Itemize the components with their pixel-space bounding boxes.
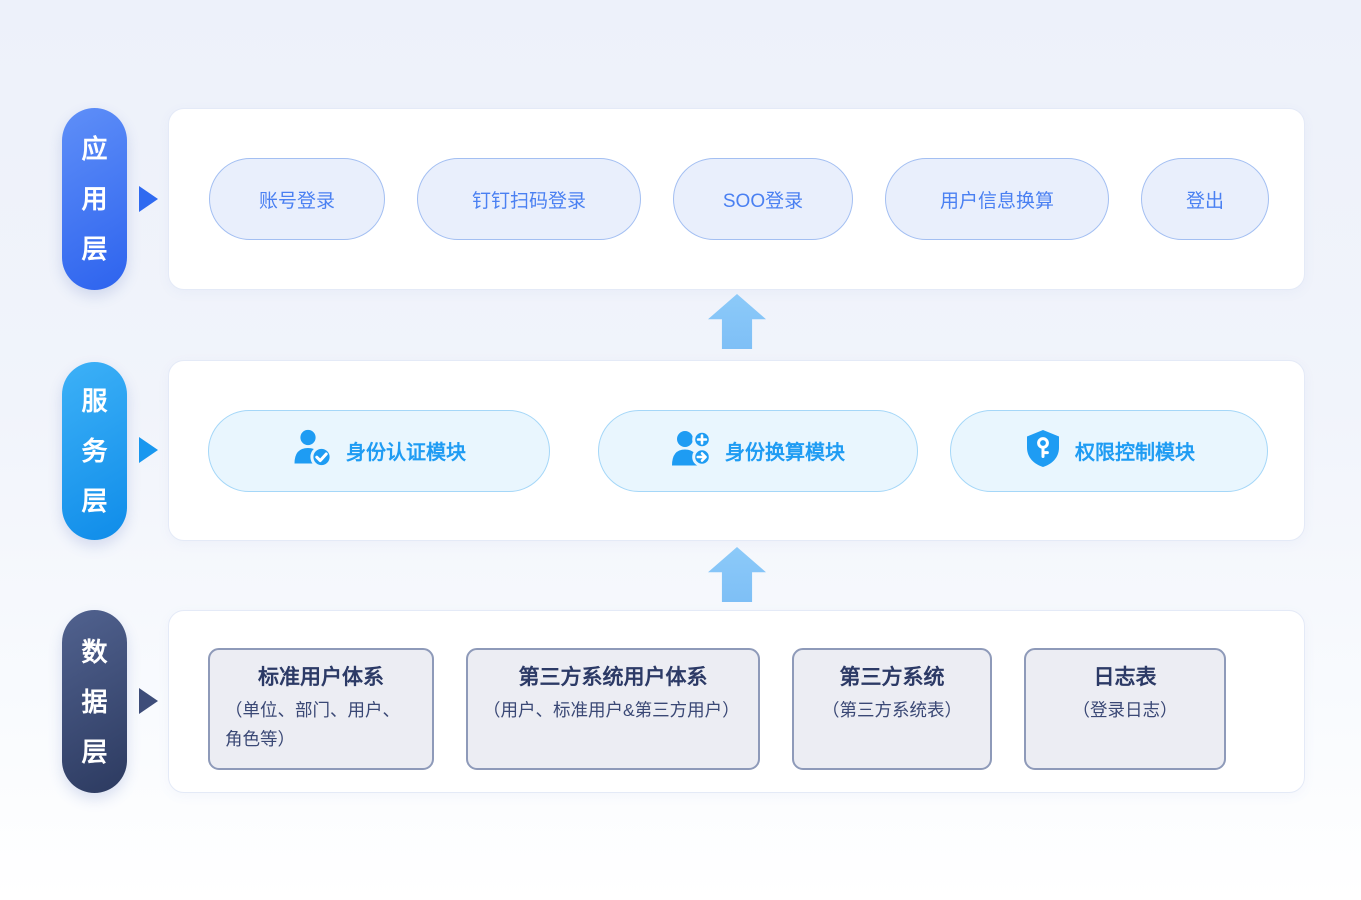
layer-label-text: 数据层 (81, 636, 108, 767)
node-thirdparty-system: 第三方系统 （第三方系统表） (792, 648, 992, 770)
node-user-info-convert: 用户信息换算 (885, 158, 1109, 240)
data-card-subtitle: （用户、标准用户&第三方用户） (483, 700, 740, 720)
node-permission-control-module: 权限控制模块 (950, 409, 1268, 492)
node-soo-login: SOO登录 (673, 158, 853, 240)
data-card-title: 第三方系统用户体系 (518, 666, 708, 689)
user-convert-icon (671, 428, 713, 474)
layer-pointer-triangle (139, 688, 158, 714)
layer-pointer-triangle (139, 437, 158, 463)
data-layer-panel: 标准用户体系 （单位、部门、用户、角色等） 第三方系统用户体系 （用户、标准用户… (168, 610, 1305, 793)
node-log-table: 日志表 （登录日志） (1024, 648, 1226, 770)
node-identity-convert-module: 身份换算模块 (598, 409, 918, 492)
service-module-label: 身份认证模块 (346, 442, 466, 464)
node-logout: 登出 (1141, 158, 1269, 240)
node-standard-user-system: 标准用户体系 （单位、部门、用户、角色等） (208, 648, 434, 770)
data-card-title: 日志表 (1093, 666, 1157, 689)
layer-label-text: 应用层 (81, 134, 108, 264)
data-card-subtitle: （第三方系统表） (822, 700, 962, 720)
node-identity-auth-module: 身份认证模块 (208, 409, 550, 492)
shield-key-icon (1023, 428, 1063, 474)
up-arrow-data-to-service (708, 547, 766, 602)
layer-label-application: 应用层 (62, 108, 127, 290)
node-dingtalk-scan-login: 钉钉扫码登录 (417, 158, 641, 240)
data-card-title: 标准用户体系 (258, 666, 384, 689)
up-arrow-service-to-app (708, 294, 766, 349)
layer-pointer-triangle (139, 186, 158, 212)
data-card-subtitle: （登录日志） (1072, 700, 1178, 720)
layer-label-service: 服务层 (62, 362, 127, 540)
node-thirdparty-user-system: 第三方系统用户体系 （用户、标准用户&第三方用户） (466, 648, 760, 770)
data-card-subtitle: （单位、部门、用户、角色等） (225, 700, 400, 749)
layer-label-text: 服务层 (81, 386, 108, 516)
service-layer-panel: 身份认证模块 身份换算模块 (168, 360, 1305, 541)
node-account-login: 账号登录 (209, 158, 385, 240)
application-layer-panel: 账号登录 钉钉扫码登录 SOO登录 用户信息换算 登出 (168, 108, 1305, 290)
layer-label-data: 数据层 (62, 610, 127, 793)
service-module-label: 权限控制模块 (1075, 442, 1195, 464)
service-module-label: 身份换算模块 (725, 442, 845, 464)
data-card-title: 第三方系统 (839, 666, 945, 689)
user-check-icon (292, 428, 334, 474)
